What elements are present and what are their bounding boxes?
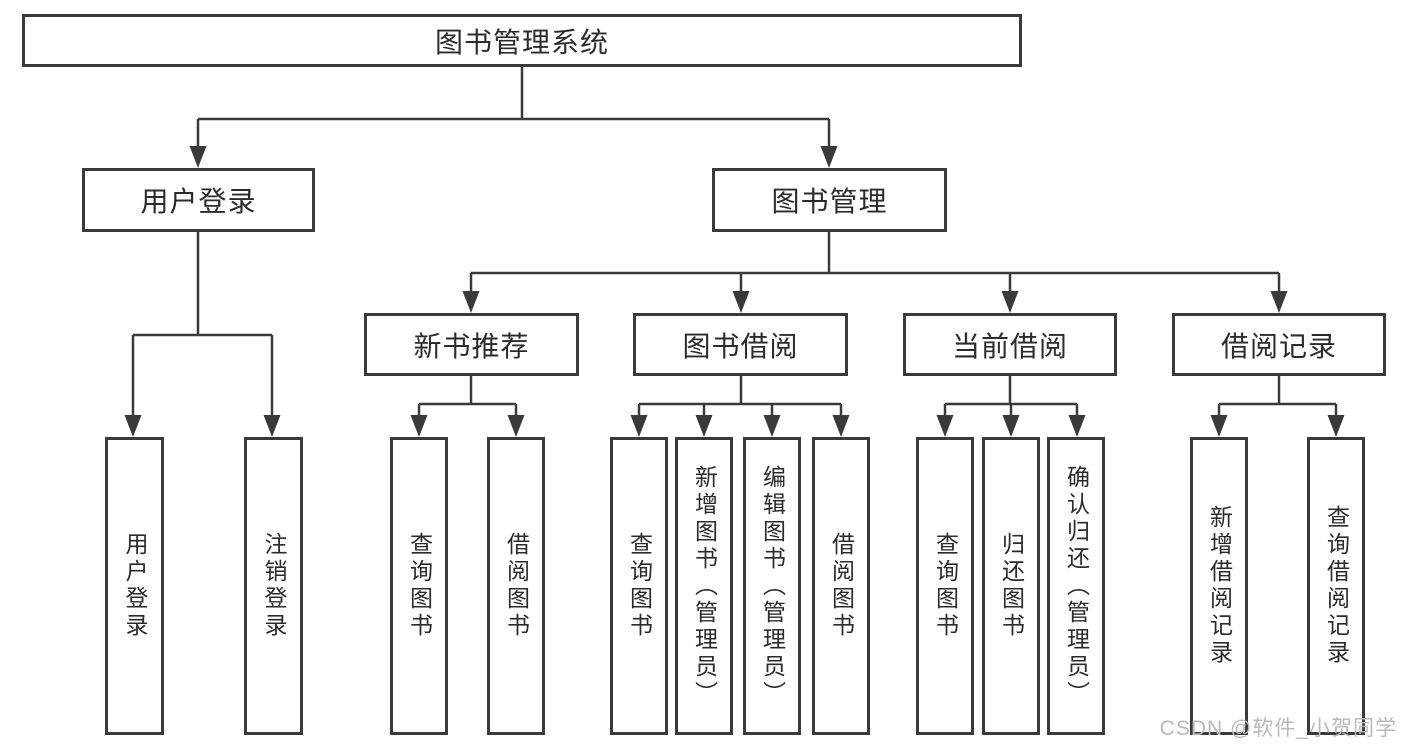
leaf-borrowing-edit-books-admin: 编辑图书（管理员） xyxy=(743,437,801,735)
node-borrowing-records: 借阅记录 xyxy=(1172,313,1386,376)
node-new-book-recommend: 新书推荐 xyxy=(364,313,579,376)
node-current-borrowing: 当前借阅 xyxy=(903,313,1117,376)
leaf-recommend-borrow-books: 借阅图书 xyxy=(487,437,545,735)
csdn-watermark: CSDN @软件_小贺同学 xyxy=(1159,717,1397,740)
node-book-borrowing: 图书借阅 xyxy=(633,313,848,376)
leaf-records-query-borrow-record: 查询借阅记录 xyxy=(1307,437,1365,735)
leaf-borrowing-borrow-books: 借阅图书 xyxy=(812,437,870,735)
leaf-borrowing-query-books: 查询图书 xyxy=(610,437,668,735)
leaf-borrowing-add-books-admin: 新增图书（管理员） xyxy=(675,437,733,735)
node-user-login: 用户登录 xyxy=(82,168,315,232)
leaf-current-query-books: 查询图书 xyxy=(916,437,974,735)
leaf-current-return-books: 归还图书 xyxy=(982,437,1040,735)
node-library-management-system: 图书管理系统 xyxy=(22,14,1022,67)
leaf-recommend-query-books: 查询图书 xyxy=(390,437,448,735)
node-book-management: 图书管理 xyxy=(712,168,947,232)
leaf-user-login: 用户登录 xyxy=(105,437,164,735)
leaf-current-confirm-return-admin: 确认归还（管理员） xyxy=(1047,437,1105,735)
leaf-logout-login: 注销登录 xyxy=(244,437,303,735)
leaf-records-add-borrow-record: 新增借阅记录 xyxy=(1190,437,1248,735)
